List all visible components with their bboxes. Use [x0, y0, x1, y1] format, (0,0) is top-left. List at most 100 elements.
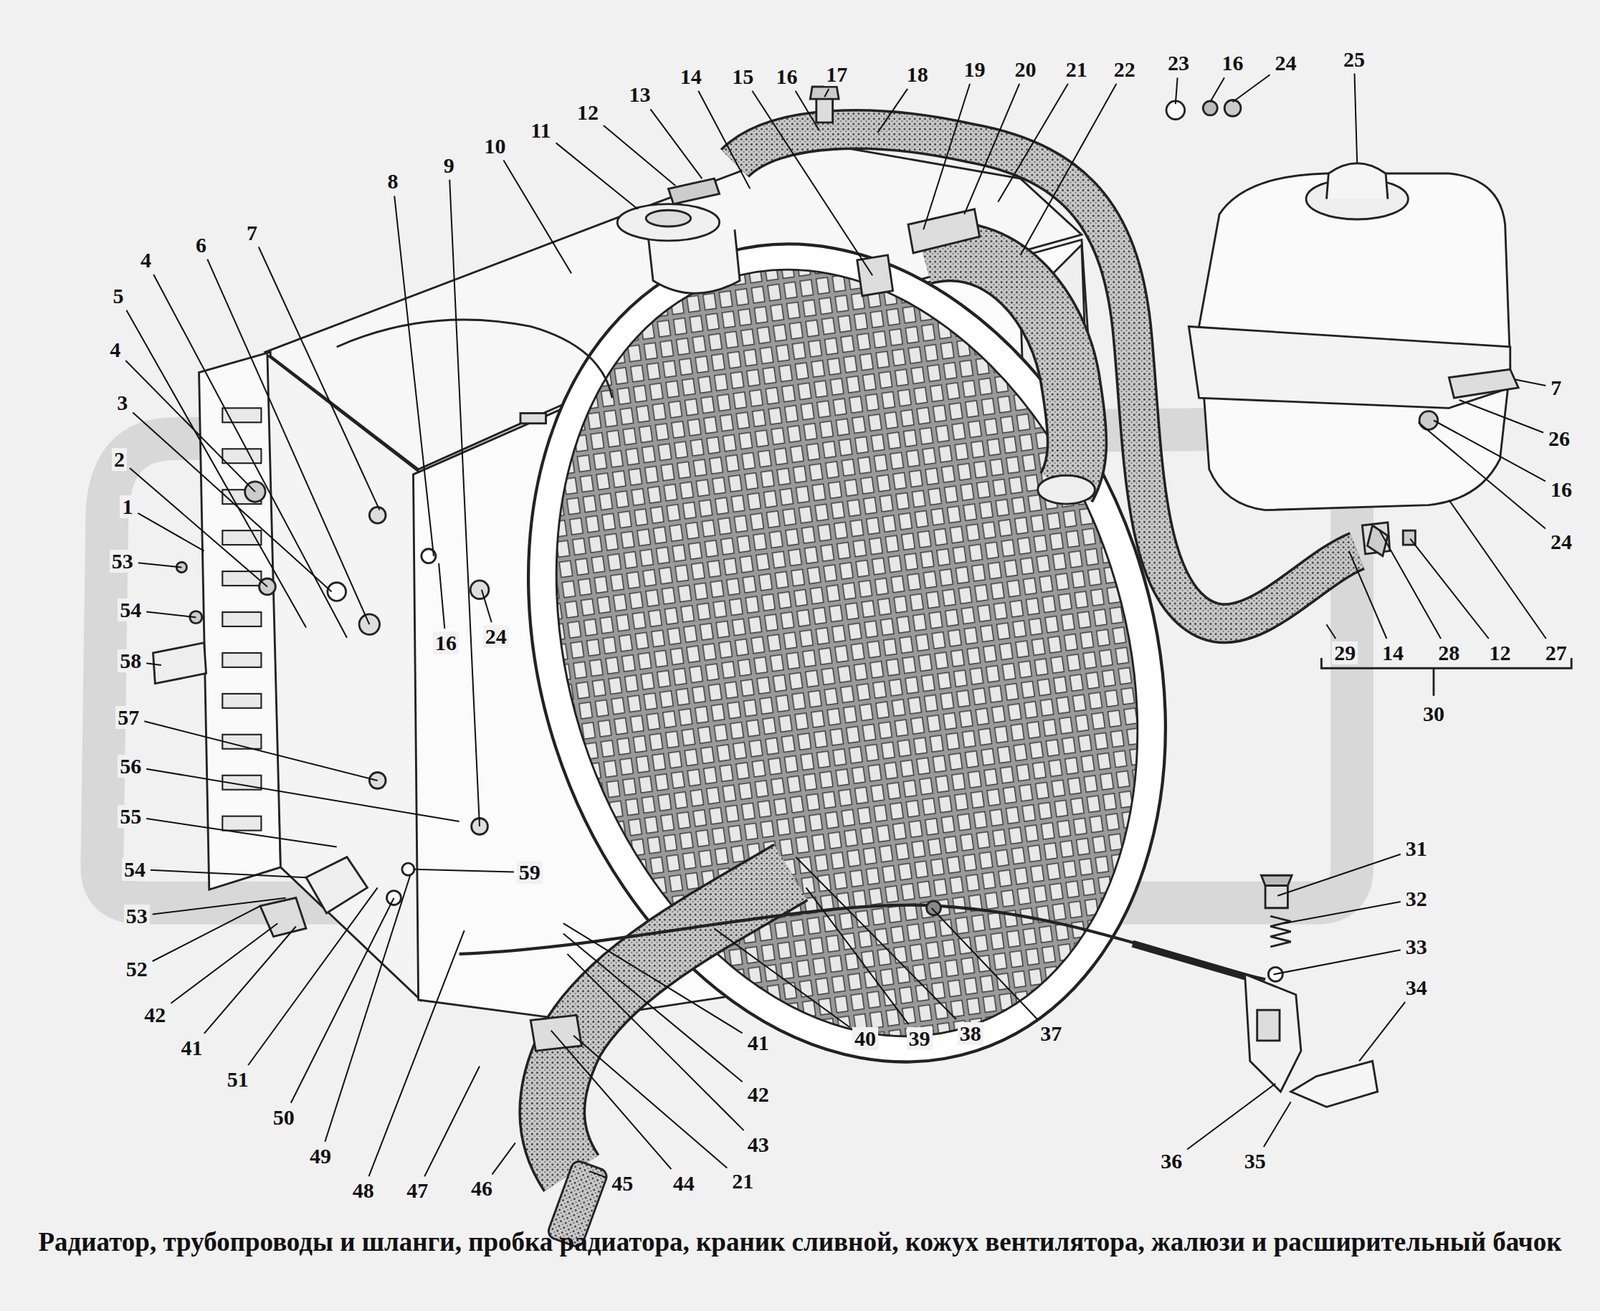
- callout-number: 47: [404, 1179, 431, 1203]
- leader-line: [1379, 530, 1442, 639]
- leader-line: [146, 612, 196, 618]
- callout-number: 52: [124, 957, 150, 981]
- callout-number: 15: [729, 65, 756, 89]
- callout-number: 7: [1548, 376, 1564, 400]
- leader-line: [258, 247, 380, 511]
- callout-number: 1: [119, 495, 135, 519]
- callout-number: 14: [678, 65, 704, 89]
- callout-number: 41: [179, 1036, 206, 1060]
- callout-number: 56: [117, 754, 144, 778]
- leader-line: [650, 108, 702, 179]
- callout-number: 54: [121, 858, 148, 882]
- leader-line: [1418, 422, 1546, 529]
- callout-number: 25: [1341, 48, 1368, 71]
- leader-line: [997, 83, 1069, 203]
- leader-line: [146, 818, 337, 848]
- leader-line: [1410, 539, 1489, 639]
- callout-number: 34: [1403, 976, 1430, 1000]
- leader-line: [1448, 500, 1547, 640]
- leader-line: [291, 898, 395, 1104]
- callout-number: 4: [138, 248, 154, 272]
- leader-line: [413, 869, 514, 873]
- callout-number: 40: [852, 1027, 879, 1051]
- leader-line: [129, 468, 268, 588]
- callout-number: 10: [481, 134, 508, 158]
- callout-number: 33: [1403, 935, 1430, 959]
- callout-number: 53: [124, 904, 150, 928]
- callout-number: 57: [115, 706, 142, 730]
- leader-line: [713, 928, 850, 1028]
- callout-number: 46: [468, 1177, 495, 1200]
- leader-line: [603, 125, 676, 186]
- callout-number: 55: [117, 805, 144, 828]
- callout-number: 22: [1111, 58, 1138, 82]
- callout-number: 35: [1242, 1149, 1269, 1173]
- callout-number: 16: [1548, 478, 1575, 502]
- leader-line: [1020, 83, 1117, 256]
- leader-line: [964, 83, 1020, 215]
- callout-number: 31: [1403, 837, 1430, 861]
- callout-number: 3: [114, 391, 130, 415]
- callout-number: 5: [111, 284, 127, 308]
- callout-number: 48: [350, 1179, 377, 1203]
- callout-number: 16: [432, 631, 459, 655]
- leader-line: [1175, 77, 1178, 104]
- leader-line: [551, 1030, 672, 1170]
- callout-number: 28: [1435, 641, 1462, 665]
- leader-line: [931, 908, 1038, 1020]
- leader-line: [1359, 1002, 1406, 1062]
- callout-number: 59: [516, 860, 543, 884]
- callout-number: 24: [1273, 51, 1299, 75]
- callout-number: 17: [823, 63, 850, 87]
- leader-line: [1187, 1083, 1276, 1150]
- callout-number: 13: [627, 83, 654, 107]
- leader-line: [1273, 949, 1401, 975]
- leader-line: [589, 1171, 608, 1178]
- leader-line: [563, 923, 743, 1033]
- callout-number: 11: [528, 118, 553, 142]
- callout-number: 14: [1379, 641, 1406, 665]
- leader-line: [877, 88, 908, 133]
- callout-number: 27: [1543, 641, 1570, 665]
- leader-line: [795, 857, 957, 1020]
- callout-number: 12: [1487, 641, 1514, 665]
- callout-number: 53: [109, 549, 136, 573]
- leader-line: [394, 195, 434, 556]
- callout-number: 16: [1220, 51, 1246, 75]
- leader-line: [1232, 74, 1271, 102]
- leader-line: [556, 142, 638, 209]
- leader-line: [153, 274, 347, 638]
- callout-number: 12: [574, 101, 601, 125]
- leader-line: [438, 563, 445, 629]
- callout-number: 50: [270, 1106, 297, 1130]
- caption: Радиатор, трубопроводы и шланги, пробка …: [20, 1227, 1580, 1259]
- leader-line: [146, 663, 162, 666]
- callout-number: 8: [385, 169, 401, 193]
- leader-line: [573, 1035, 727, 1169]
- leader-line: [1515, 379, 1546, 387]
- leader-line: [449, 179, 480, 827]
- callout-number: 26: [1546, 427, 1573, 451]
- callout-number: 32: [1403, 887, 1430, 911]
- leader-line: [146, 769, 459, 822]
- leader-line: [1277, 854, 1401, 897]
- callout-number: 42: [745, 1083, 772, 1107]
- callout-number: 23: [1165, 51, 1192, 75]
- leader-line: [170, 923, 278, 1004]
- callout-number: 30: [1420, 702, 1447, 726]
- callout-number: 16: [773, 65, 800, 89]
- callout-number: 24: [483, 625, 509, 649]
- callout-number: 24: [1548, 530, 1575, 554]
- radiator: [153, 142, 1268, 1146]
- leader-line: [152, 906, 261, 962]
- leader-line: [207, 259, 370, 626]
- callout-number: 2: [111, 448, 127, 471]
- leader-line: [503, 160, 572, 274]
- leader-line: [424, 1066, 480, 1178]
- callout-number: 45: [609, 1172, 636, 1195]
- callout-number: 37: [1037, 1022, 1064, 1046]
- leader-line: [698, 91, 750, 189]
- callout-number: 44: [670, 1172, 697, 1195]
